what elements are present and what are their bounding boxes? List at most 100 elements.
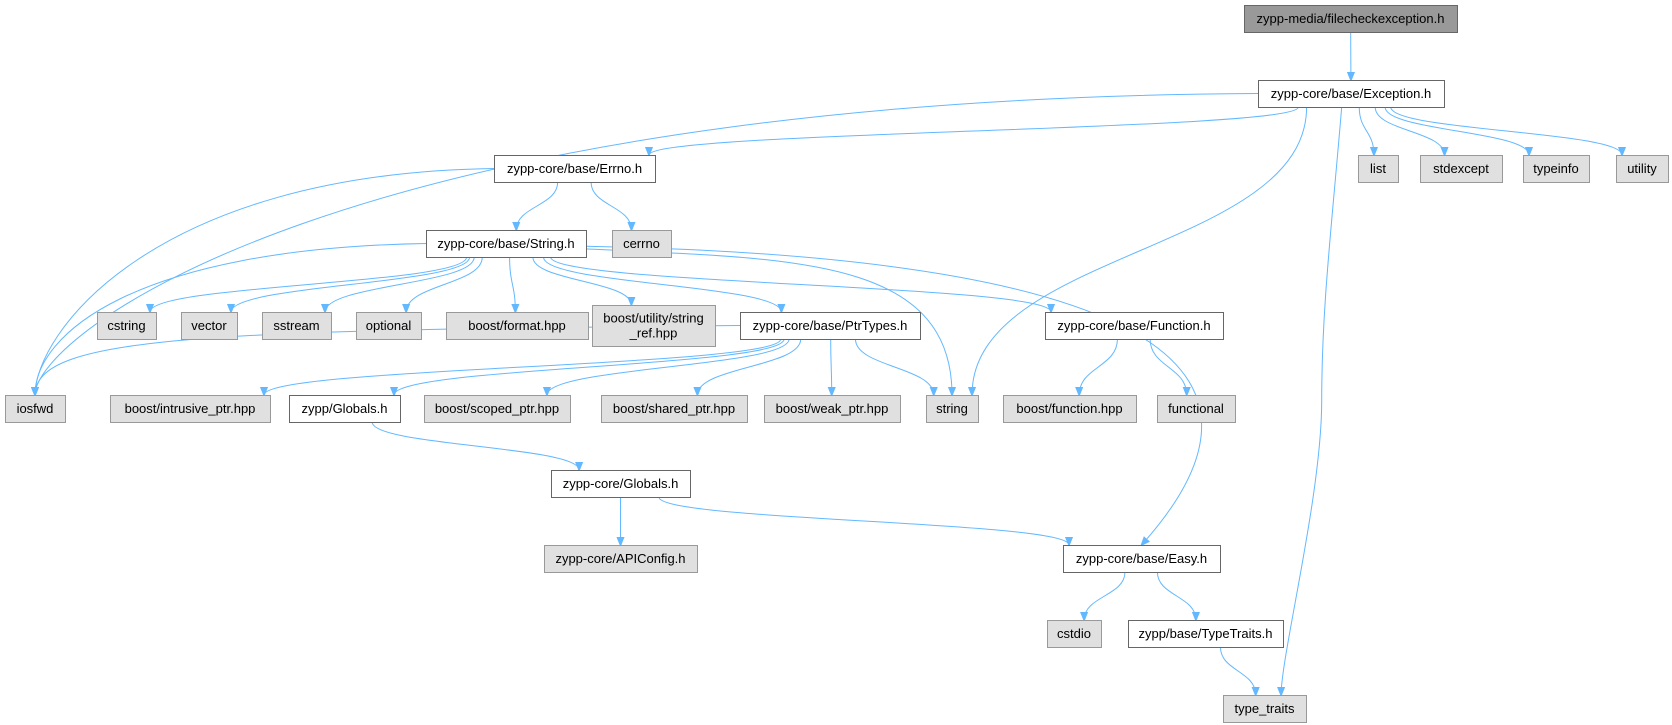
node-zypp-core-base-errno-h[interactable]: zypp-core/base/Errno.h [494, 155, 656, 183]
edge-zypp-core-base-exception-h-to-zypp-core-base-errno-h [649, 106, 1299, 155]
node-label: zypp-core/base/Exception.h [1271, 86, 1431, 101]
node-box [5, 395, 66, 423]
edge-zypp-core-base-ptrtypes-h-to-boost-intrusive-ptr-hpp [264, 338, 782, 395]
edge-zypp-core-base-string-h-to-cstring [150, 256, 468, 312]
edge-zypp-core-base-function-h-to-functional [1149, 338, 1187, 395]
node-label: zypp-core/base/String.h [437, 236, 574, 251]
node-box [1616, 155, 1669, 183]
node-type-traits: type_traits [1223, 695, 1307, 723]
node-vector: vector [181, 312, 238, 340]
node-boost-scoped-ptr-hpp: boost/scoped_ptr.hpp [424, 395, 571, 423]
node-label: zypp-core/APIConfig.h [555, 551, 685, 566]
node-label: zypp/Globals.h [302, 401, 388, 416]
edge-zypp-core-base-ptrtypes-h-to-boost-weak-ptr-hpp [831, 338, 832, 395]
edge-zypp-core-base-ptrtypes-h-to-string [854, 338, 933, 395]
node-box [356, 312, 422, 340]
node-label: boost/weak_ptr.hpp [776, 401, 889, 416]
node-box [494, 155, 656, 183]
node-label: zypp-core/base/Errno.h [507, 161, 642, 176]
node-boost-intrusive-ptr-hpp: boost/intrusive_ptr.hpp [110, 395, 271, 423]
node-label: cerrno [623, 236, 660, 251]
node-box [551, 470, 691, 498]
edge-zypp-core-base-string-h-to-zypp-core-base-ptrtypes-h [542, 256, 781, 312]
node-cerrno: cerrno [612, 230, 672, 258]
node-zypp-base-typetraits-h[interactable]: zypp/base/TypeTraits.h [1128, 620, 1284, 648]
node-label: boost/utility/string [603, 311, 703, 326]
edge-zypp-base-typetraits-h-to-type-traits [1219, 646, 1255, 695]
node-box [262, 312, 332, 340]
node-label: _ref.hpp [629, 326, 678, 341]
node-label: typeinfo [1533, 161, 1579, 176]
node-stdexcept: stdexcept [1420, 155, 1503, 183]
node-label: optional [366, 318, 412, 333]
node-box [446, 312, 589, 340]
node-label: zypp-core/base/PtrTypes.h [753, 318, 908, 333]
node-box [1003, 395, 1137, 423]
node-label: boost/scoped_ptr.hpp [435, 401, 559, 416]
node-zypp-core-base-exception-h[interactable]: zypp-core/base/Exception.h [1258, 80, 1445, 108]
node-optional: optional [356, 312, 422, 340]
node-boost-format-hpp: boost/format.hpp [446, 312, 589, 340]
node-box [110, 395, 271, 423]
node-zypp-globals-h[interactable]: zypp/Globals.h [289, 395, 401, 423]
edge-zypp-core-base-string-h-to-sstream [325, 256, 475, 312]
node-label: boost/intrusive_ptr.hpp [125, 401, 256, 416]
edge-zypp-core-base-exception-h-to-type-traits [1281, 106, 1343, 695]
node-label: zypp-core/base/Easy.h [1076, 551, 1207, 566]
edge-zypp-core-base-function-h-to-boost-function-hpp [1079, 338, 1118, 395]
node-label: zypp-core/Globals.h [563, 476, 679, 491]
node-typeinfo: typeinfo [1523, 155, 1590, 183]
node-label: utility [1627, 161, 1657, 176]
node-utility: utility [1616, 155, 1669, 183]
node-zypp-core-base-easy-h[interactable]: zypp-core/base/Easy.h [1063, 545, 1221, 573]
node-zypp-core-base-string-h[interactable]: zypp-core/base/String.h [426, 230, 587, 258]
node-box [1358, 155, 1399, 183]
node-box [764, 395, 901, 423]
node-boost-function-hpp: boost/function.hpp [1003, 395, 1137, 423]
edges-layer [35, 31, 1622, 695]
node-box [1523, 155, 1590, 183]
edge-zypp-core-base-ptrtypes-h-to-zypp-globals-h [394, 338, 785, 395]
node-box [1244, 5, 1458, 33]
node-list: list [1358, 155, 1399, 183]
node-functional: functional [1157, 395, 1236, 423]
edge-zypp-globals-h-to-zypp-core-globals-h [371, 421, 579, 470]
node-box [289, 395, 401, 423]
node-boost-utility-string-ref-hpp: boost/utility/string_ref.hpp [592, 305, 716, 347]
node-label: zypp-media/filecheckexception.h [1257, 11, 1445, 26]
edge-zypp-core-base-string-h-to-boost-utility-string-ref-hpp [532, 256, 632, 305]
node-box [181, 312, 238, 340]
node-box [592, 305, 716, 347]
node-box [426, 230, 587, 258]
node-label: type_traits [1235, 701, 1295, 716]
node-label: boost/shared_ptr.hpp [613, 401, 735, 416]
edge-zypp-core-base-exception-h-to-string [972, 106, 1308, 395]
node-box [1045, 312, 1224, 340]
node-label: functional [1168, 401, 1224, 416]
edge-zypp-core-base-string-h-to-vector [231, 256, 471, 312]
node-zypp-core-globals-h[interactable]: zypp-core/Globals.h [551, 470, 691, 498]
node-string: string [926, 395, 979, 423]
edge-zypp-core-base-errno-h-to-cerrno [590, 181, 631, 230]
node-label: cstdio [1057, 626, 1091, 641]
node-box [424, 395, 571, 423]
edge-zypp-core-base-string-h-to-boost-format-hpp [509, 256, 516, 312]
edge-zypp-core-base-exception-h-to-iosfwd [35, 93, 1259, 396]
edge-zypp-core-base-string-h-to-zypp-core-base-function-h [550, 256, 1051, 312]
node-iosfwd: iosfwd [5, 395, 66, 423]
node-box [601, 395, 748, 423]
node-cstring: cstring [97, 312, 157, 340]
node-zypp-media-filecheckexception-h[interactable]: zypp-media/filecheckexception.h [1244, 5, 1458, 33]
node-zypp-core-base-ptrtypes-h[interactable]: zypp-core/base/PtrTypes.h [740, 312, 921, 340]
node-box [97, 312, 157, 340]
node-box [1157, 395, 1236, 423]
edge-zypp-core-base-string-h-to-iosfwd [35, 243, 427, 396]
edge-zypp-core-base-easy-h-to-cstdio [1084, 571, 1126, 620]
edge-zypp-core-base-ptrtypes-h-to-boost-scoped-ptr-hpp [547, 338, 790, 395]
node-boost-shared-ptr-hpp: boost/shared_ptr.hpp [601, 395, 748, 423]
node-box [1223, 695, 1307, 723]
node-box [1420, 155, 1503, 183]
node-zypp-core-base-function-h[interactable]: zypp-core/base/Function.h [1045, 312, 1224, 340]
node-label: zypp-core/base/Function.h [1057, 318, 1210, 333]
